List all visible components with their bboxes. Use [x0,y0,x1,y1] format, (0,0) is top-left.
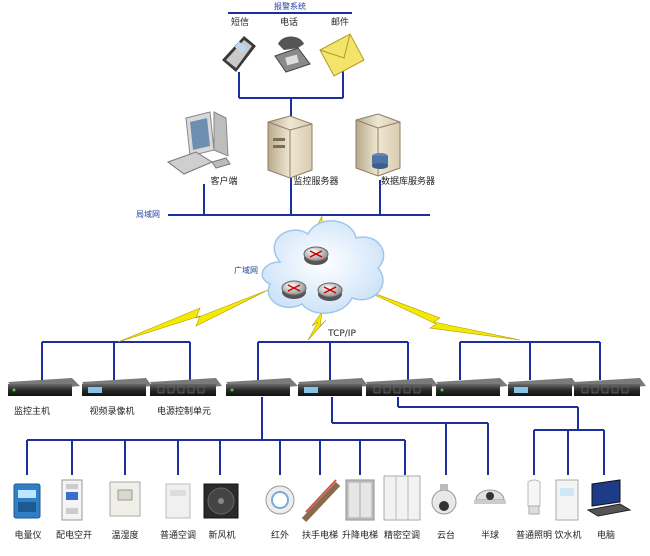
router-icon [317,282,343,301]
monitoring-server-icon [267,115,313,179]
monitoring-host-unit [8,378,80,396]
desk-telephone-icon [274,36,311,73]
device-label: 扶手电梯 [302,529,338,541]
lan-label: 局域网 [136,209,160,219]
device-label: 电脑 [597,529,615,541]
temperature-humidity-sensor-icon [109,481,141,517]
wan-label: 广域网 [234,265,258,275]
device-label: 新风机 [208,529,235,541]
end-devices [13,475,632,523]
dome-camera-icon [474,489,506,504]
device-label: 云台 [437,529,455,541]
email-envelope-icon [319,33,365,77]
device-labels: 电量仪 配电空开 温湿度 普通空调 新风机 红外 扶手电梯 升降电梯 精密空调 … [14,529,615,541]
rack-unit-label: 监控主机 [14,405,50,417]
precision-air-conditioner-icon [383,475,421,521]
server-label: 监控服务器 [293,175,338,187]
rack-unit-label: 电源控制单元 [157,405,211,417]
device-label: 饮水机 [554,529,581,541]
escalator-icon [301,479,341,523]
video-recorder-unit [508,378,578,396]
router-icon [281,280,307,299]
elevator-icon [345,479,375,521]
device-label: 配电空开 [56,529,92,541]
power-control-unit [366,378,438,396]
server-label: 数据库服务器 [381,175,435,187]
wan-cloud [261,220,385,314]
infrared-sensor-icon [265,485,295,515]
alarm-devices: 报警系统 短信 电话 邮件 [222,1,365,77]
device-label: 普通空调 [160,529,196,541]
tcp-ip-label: TCP/IP [327,329,356,339]
fresh-air-fan-icon [203,483,239,519]
mobile-phone-icon [222,36,256,72]
device-label: 电量仪 [14,529,41,541]
device-label: 精密空调 [384,529,420,541]
power-control-unit [150,378,222,396]
water-dispenser-icon [555,479,579,521]
circuit-breaker-icon [61,479,83,521]
alarm-item-label: 短信 [231,16,249,28]
device-label: 升降电梯 [342,529,378,541]
connection-lines [26,12,605,475]
ptz-camera-icon [431,484,457,515]
alarm-item-label: 邮件 [331,16,349,28]
device-label: 普通照明 [516,529,552,541]
power-meter-icon [13,483,41,519]
video-recorder-unit [298,378,368,396]
alarm-system-title: 报警系统 [274,1,306,11]
monitoring-host-unit [436,378,508,396]
device-label: 半球 [481,529,499,541]
laptop-icon [586,479,632,517]
database-server-icon [355,113,401,177]
lightning-bolt-icon [307,311,327,341]
device-label: 温湿度 [111,529,138,541]
monitoring-host-unit [226,378,298,396]
power-control-unit [574,378,646,396]
device-label: 红外 [271,529,289,541]
server-row: 客户端 监控服务器 数据库服务器 [166,111,435,187]
rack-unit-label: 视频录像机 [89,405,134,417]
client-computer-icon [166,111,231,175]
router-icon [303,246,329,265]
alarm-item-label: 电话 [280,16,298,28]
rack-units [8,378,646,396]
lightning-bolt-icon [117,289,269,343]
air-conditioner-icon [165,483,191,519]
video-recorder-unit [82,378,152,396]
server-label: 客户端 [210,175,237,187]
lightning-bolt-icon [359,287,521,341]
lighting-bulb-icon [527,479,541,515]
